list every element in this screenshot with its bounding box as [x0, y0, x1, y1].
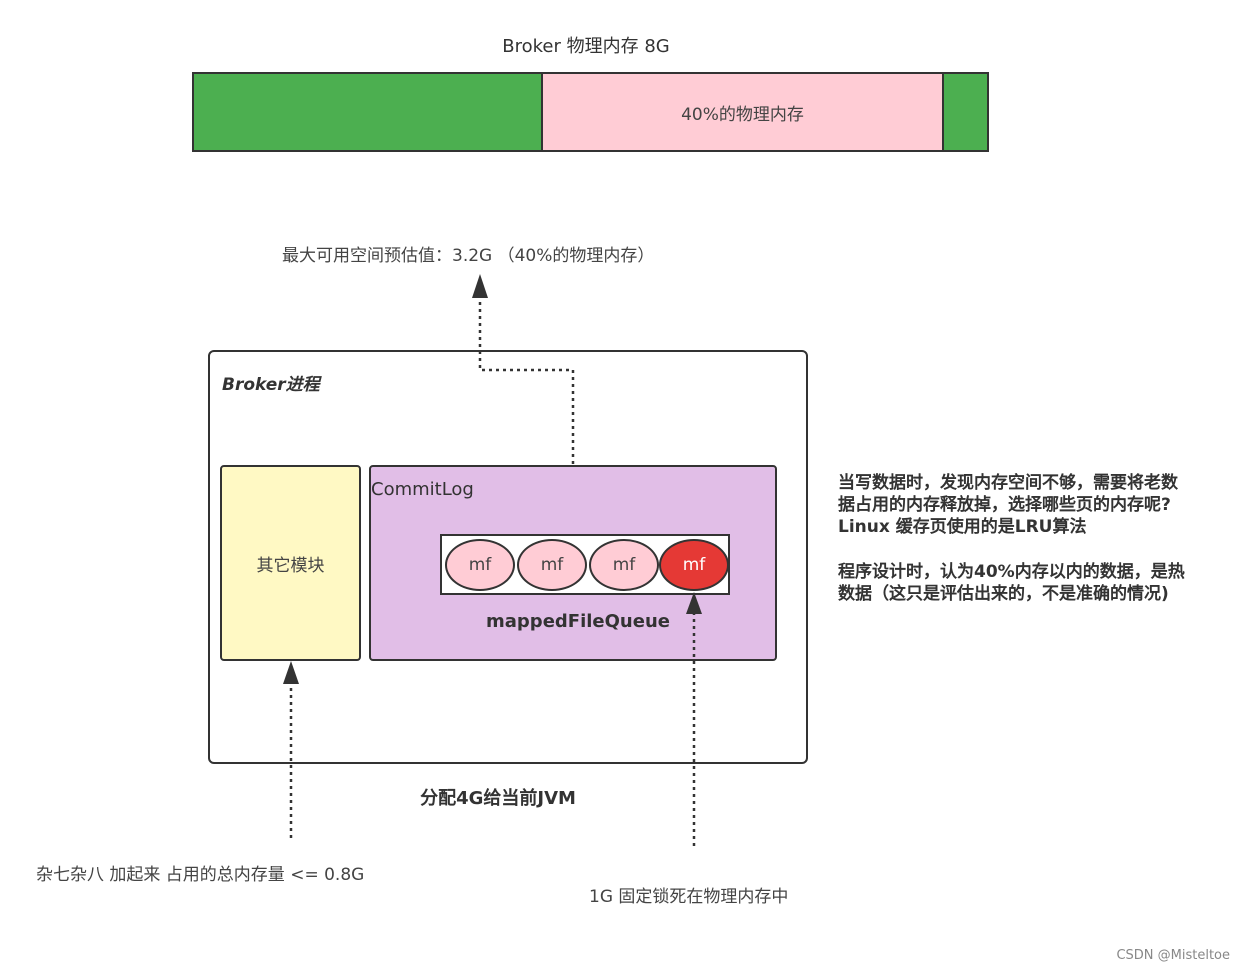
mapped-file-node: mf — [589, 539, 659, 591]
memory-title: Broker 物理内存 8G — [502, 36, 670, 57]
mapped-file-label: mf — [540, 555, 564, 575]
misc-memory-label: 杂七杂八 加起来 占用的总内存量 <= 0.8G — [36, 865, 365, 885]
watermark: CSDN @Misteltoe — [1116, 948, 1230, 963]
memory-segment-remaining — [944, 74, 987, 150]
locked-memory-label: 1G 固定锁死在物理内存中 — [589, 887, 789, 907]
note-line: Linux 缓存页使用的是LRU算法 — [838, 517, 1087, 537]
max-available-label: 最大可用空间预估值：3.2G （40%的物理内存） — [282, 246, 655, 266]
commitlog-to-max-arrowhead — [472, 274, 488, 298]
memory-segment-page-cache: 40%的物理内存 — [543, 74, 944, 150]
commitlog-title: CommitLog — [371, 479, 474, 500]
commitlog-to-max-arrow-line — [478, 298, 575, 464]
mapped-file-label: mf — [682, 555, 706, 575]
mapped-file-queue-label: mappedFileQueue — [486, 611, 670, 632]
mapped-file-node-hot: mf — [659, 539, 729, 591]
other-module-box: 其它模块 — [220, 465, 361, 661]
memory-segment-used — [194, 74, 543, 150]
other-module-label: 其它模块 — [256, 555, 325, 576]
jvm-allocation-label: 分配4G给当前JVM — [420, 788, 576, 809]
misc-to-module-arrowhead — [283, 661, 299, 684]
broker-process-title: Broker进程 — [222, 375, 320, 395]
note-line: 当写数据时，发现内存空间不够，需要将老数 — [838, 473, 1178, 493]
mapped-file-label: mf — [468, 555, 492, 575]
note-line: 数据（这只是评估出来的，不是准确的情况) — [838, 584, 1169, 604]
note-line: 程序设计时，认为40%内存以内的数据，是热 — [838, 562, 1185, 582]
mapped-file-node: mf — [517, 539, 587, 591]
note-line: 据占用的内存释放掉，选择哪些页的内存呢? — [838, 495, 1171, 515]
physical-memory-bar: 40%的物理内存 — [192, 72, 989, 152]
mapped-file-node: mf — [445, 539, 515, 591]
mapped-file-label: mf — [612, 555, 636, 575]
memory-segment-label: 40%的物理内存 — [681, 104, 804, 125]
lock-to-hot-file-arrowhead — [686, 592, 702, 614]
